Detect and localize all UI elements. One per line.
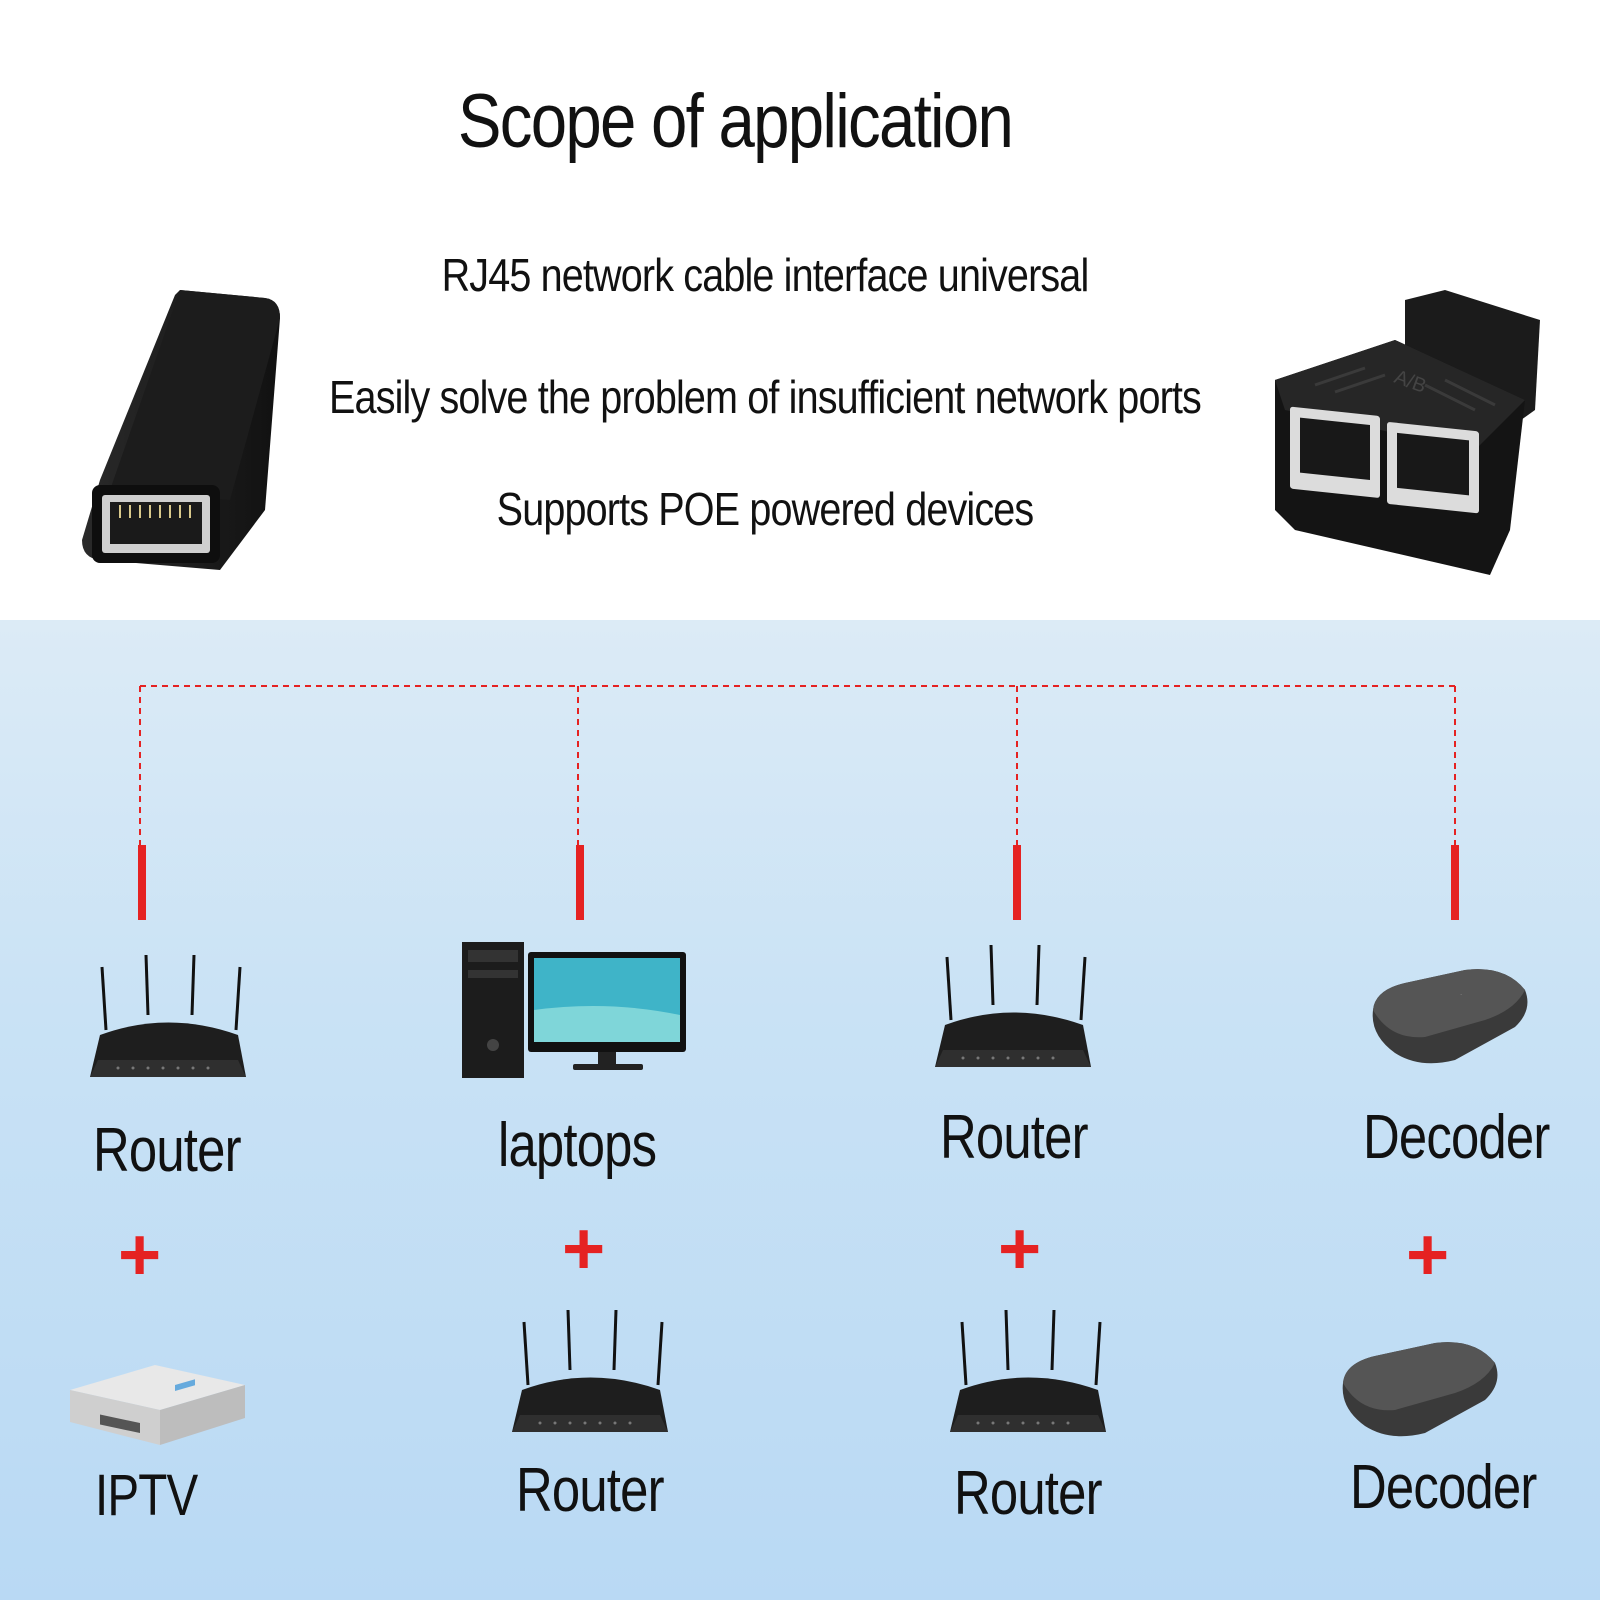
device-label-router-4: Router <box>954 1459 1102 1528</box>
device-label-router-3: Router <box>940 1103 1088 1172</box>
feature-text-2: Easily solve the problem of insufficient… <box>329 371 1202 423</box>
router-icon <box>90 955 246 1077</box>
svg-text:.: . <box>1460 988 1462 997</box>
router-icon <box>512 1310 668 1432</box>
device-label-router-1: Router <box>93 1116 241 1185</box>
decoder-box-icon <box>1342 1342 1498 1437</box>
rj45-splitter-icon: A/B <box>1275 290 1540 575</box>
router-icon <box>950 1310 1106 1432</box>
device-label-iptv: IPTV <box>95 1463 198 1528</box>
iptv-box-icon <box>70 1365 245 1445</box>
plus-icon: + <box>562 1207 606 1290</box>
device-label-decoder-2: Decoder <box>1350 1453 1537 1522</box>
device-label-router-2: Router <box>516 1456 664 1525</box>
plus-icon: + <box>118 1213 162 1296</box>
plus-icon: + <box>1406 1213 1450 1296</box>
device-label-decoder-1: Decoder <box>1363 1103 1550 1172</box>
desktop-computer-icon <box>462 942 686 1078</box>
device-label-laptops: laptops <box>498 1111 657 1180</box>
feature-text-3: Supports POE powered devices <box>496 483 1035 535</box>
plus-icon: + <box>998 1207 1042 1290</box>
feature-text-1: RJ45 network cable interface universal <box>441 249 1090 301</box>
page-title: Scope of application <box>457 79 1014 164</box>
application-diagram-background <box>0 620 1600 1600</box>
decoder-box-icon: . <box>1372 969 1528 1064</box>
router-icon <box>935 945 1091 1067</box>
rj45-coupler-icon <box>82 290 280 570</box>
